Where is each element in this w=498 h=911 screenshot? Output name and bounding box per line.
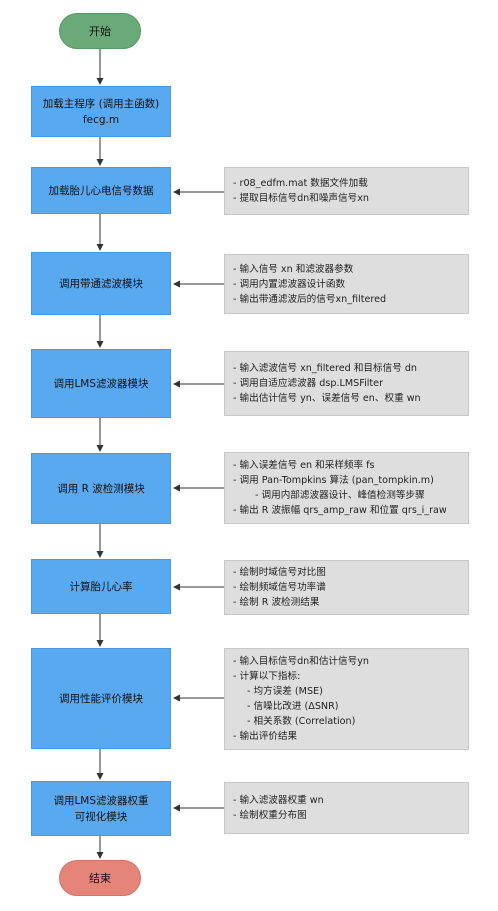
step-r-wave-detection: 调用 R 波检测模块: [31, 453, 171, 524]
end-node: 结束: [59, 860, 141, 896]
step-text-line: 调用性能评价模块: [59, 692, 143, 705]
note-line: - 绘制时域信号对比图: [233, 567, 326, 578]
note-line: - 输入误差信号 en 和采样频率 fs: [233, 460, 375, 471]
note-performance: - 输入目标信号dn和估计信号yn - 计算以下指标: - 均方误差 (MSE)…: [224, 648, 469, 750]
note-line: - 调用自适应滤波器 dsp.LMSFilter: [233, 378, 384, 389]
note-line: - 输入目标信号dn和估计信号yn: [233, 656, 369, 667]
step-text-line: 调用LMS滤波器模块: [53, 377, 149, 390]
step-text-line: 调用带通滤波模块: [59, 277, 143, 290]
step-text-line: 计算胎儿心率: [69, 580, 133, 593]
step-text-line: 加载胎儿心电信号数据: [48, 184, 154, 197]
start-label: 开始: [89, 25, 111, 38]
note-line: - 调用内部滤波器设计、峰值检测等步骤: [255, 490, 425, 501]
step-lms-weight-visualization: 调用LMS滤波器权重 可视化模块: [31, 781, 171, 836]
note-weights: - 输入滤波器权重 wn - 绘制权重分布图: [224, 782, 469, 834]
end-label: 结束: [89, 872, 111, 885]
note-line: - 调用内置滤波器设计函数: [233, 278, 346, 290]
note-plots: - 绘制时域信号对比图 - 绘制频域信号功率谱 - 绘制 R 波检测结果: [224, 560, 469, 615]
step-performance-evaluation: 调用性能评价模块: [31, 648, 171, 749]
note-line: - 绘制 R 波检测结果: [233, 597, 320, 608]
step-text-line: 可视化模块: [74, 810, 128, 823]
note-line: - 输出评价结果: [233, 731, 298, 742]
note-line: - 均方误差 (MSE): [247, 686, 323, 697]
note-line: - 输出估计信号 yn、误差信号 en、权重 wn: [233, 393, 421, 404]
note-line: - 调用 Pan-Tompkins 算法 (pan_tompkin.m): [233, 475, 434, 486]
note-line: - 相关系数 (Correlation): [247, 716, 356, 727]
note-line: - 绘制权重分布图: [233, 810, 307, 821]
start-node: 开始: [59, 13, 141, 49]
note-line: - 计算以下指标:: [233, 671, 301, 682]
note-data-loading: - r08_edfm.mat 数据文件加载 - 提取目标信号dn和噪声信号xn: [224, 167, 469, 215]
step-text-line: fecg.m: [82, 113, 120, 126]
note-line: - 输出带通滤波后的信号xn_filtered: [233, 293, 387, 305]
step-text-line: 加载主程序 (调用主函数): [42, 97, 160, 110]
note-line: - 输出 R 波振幅 qrs_amp_raw 和位置 qrs_i_raw: [233, 505, 447, 516]
note-line: - 输入滤波信号 xn_filtered 和目标信号 dn: [233, 363, 418, 374]
step-load-fetal-ecg-data: 加载胎儿心电信号数据: [31, 167, 171, 214]
note-line: - 输入信号 xn 和滤波器参数: [233, 263, 354, 275]
step-fetal-heart-rate: 计算胎儿心率: [31, 559, 171, 614]
note-line: - 输入滤波器权重 wn: [233, 795, 324, 806]
step-load-main-program: 加载主程序 (调用主函数) fecg.m: [31, 86, 171, 137]
step-lms-filter: 调用LMS滤波器模块: [31, 349, 171, 418]
note-line: - 提取目标信号dn和噪声信号xn: [233, 193, 369, 204]
note-lms: - 输入滤波信号 xn_filtered 和目标信号 dn - 调用自适应滤波器…: [224, 351, 469, 416]
note-line: - 绘制频域信号功率谱: [233, 582, 326, 593]
step-text-line: 调用LMS滤波器权重: [53, 794, 149, 807]
step-text-line: 调用 R 波检测模块: [57, 482, 145, 495]
step-bandpass-filter: 调用带通滤波模块: [31, 252, 171, 315]
note-bandpass: - 输入信号 xn 和滤波器参数 - 调用内置滤波器设计函数 - 输出带通滤波后…: [224, 254, 469, 314]
note-r-wave: - 输入误差信号 en 和采样频率 fs - 调用 Pan-Tompkins 算…: [224, 452, 469, 524]
note-line: - r08_edfm.mat 数据文件加载: [233, 178, 368, 189]
note-line: - 信噪比改进 (ΔSNR): [247, 701, 339, 712]
